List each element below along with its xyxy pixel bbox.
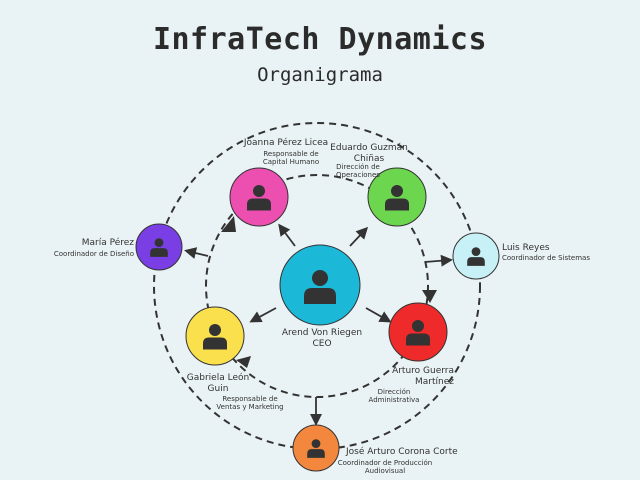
- arrow-to-diseno: [184, 247, 209, 259]
- arrow-ceo-operaciones: [349, 226, 369, 247]
- sistemas-role: Coordinador de Sistemas: [502, 254, 590, 262]
- inner-arrow-bottom: [236, 356, 251, 368]
- produccion-role: Coordinador de Producción Audiovisual: [337, 459, 433, 475]
- node-operaciones: [367, 167, 427, 227]
- inner-ring: [205, 174, 429, 398]
- ventas-role: Responsable de Ventas y Marketing: [216, 395, 284, 411]
- diagram-subtitle: Organigrama: [257, 64, 383, 86]
- node-sistemas: [452, 232, 500, 280]
- node-capital-humano: [229, 167, 289, 227]
- diseno-role: Coordinador de Diseño: [53, 250, 134, 258]
- diseno-name: María Pérez: [81, 238, 134, 248]
- node-ventas: [185, 306, 245, 366]
- arrow-to-sistemas: [424, 254, 453, 267]
- node-administrativa: [388, 302, 448, 362]
- ceo-name: Arend Von Riegen: [281, 328, 363, 338]
- sistemas-name: Luis Reyes: [502, 243, 550, 253]
- operaciones-role: Dirección de Operaciones: [336, 163, 380, 179]
- diagram-title: InfraTech Dynamics: [152, 22, 488, 57]
- administrativa-role: Dirección Administrativa: [368, 388, 420, 404]
- node-produccion: [292, 424, 340, 472]
- ceo-role: CEO: [312, 339, 332, 349]
- arrow-ceo-capital: [278, 223, 296, 247]
- node-diseno: [135, 223, 183, 271]
- node-ceo: [279, 244, 361, 326]
- capital-humano-role: Responsable de Capital Humano: [262, 150, 320, 166]
- inner-arrow-right: [422, 290, 437, 303]
- inner-arrow-left: [221, 216, 236, 232]
- arrow-ceo-ventas: [249, 307, 277, 323]
- administrativa-name: Arturo Guerra Martínez: [392, 366, 454, 387]
- produccion-name: José Arturo Corona Corte: [346, 447, 458, 457]
- arrow-ceo-administrativa: [365, 307, 392, 323]
- capital-humano-name: Joanna Pérez Licea: [243, 138, 329, 148]
- ventas-name: Gabriela León Guin: [186, 373, 250, 394]
- operaciones-name: Eduardo Guzmán Chiñas: [330, 143, 408, 164]
